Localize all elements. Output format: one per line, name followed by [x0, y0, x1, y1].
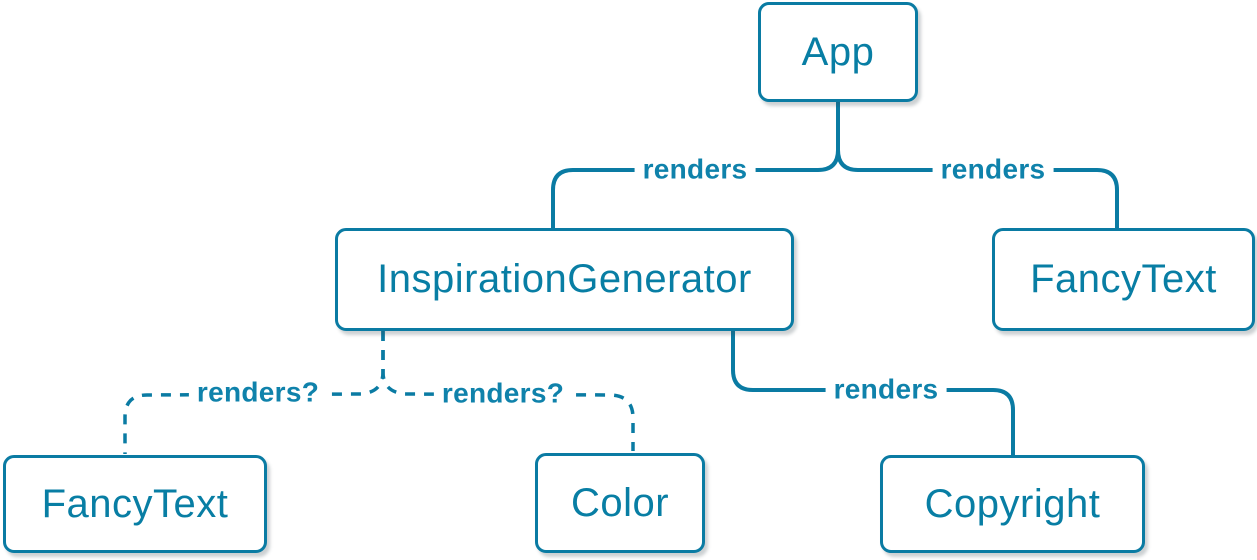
- node-fancy-text-bottom-label: FancyText: [41, 481, 229, 526]
- edge-label-renders-conditional-fancytext: renders?: [188, 377, 328, 409]
- edge-label-renders-app-fancytext: renders: [932, 154, 1054, 186]
- node-fancy-text-top-label: FancyText: [1030, 257, 1217, 301]
- node-color-label: Color: [570, 480, 670, 525]
- node-fancy-text-top: FancyText: [992, 228, 1255, 331]
- edge-label-renders-conditional-color: renders?: [433, 378, 573, 410]
- node-inspiration-generator: InspirationGenerator: [335, 228, 794, 331]
- node-app: App: [758, 2, 918, 102]
- node-copyright-label: Copyright: [924, 481, 1101, 526]
- edge-label-renders-app-inspirationgenerator: renders: [634, 154, 756, 186]
- node-inspiration-generator-label: InspirationGenerator: [377, 257, 752, 301]
- node-copyright: Copyright: [880, 455, 1145, 553]
- node-color: Color: [535, 453, 705, 553]
- node-fancy-text-bottom: FancyText: [3, 455, 267, 553]
- node-app-label: App: [801, 29, 875, 74]
- edge-label-renders-inspirationgenerator-copyright: renders: [825, 374, 947, 406]
